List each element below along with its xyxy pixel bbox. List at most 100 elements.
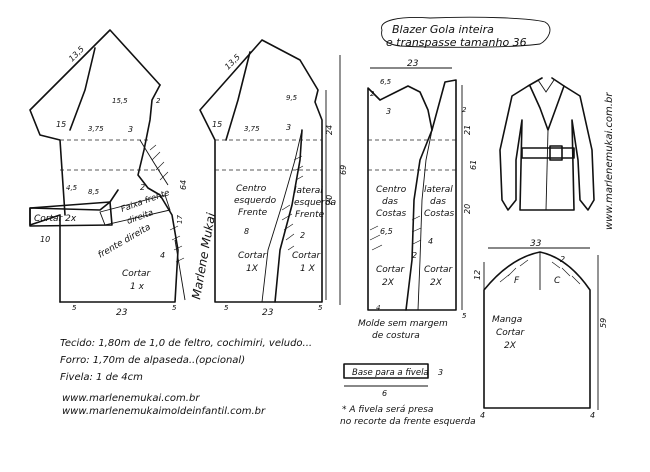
note-fivela: Fivela: 1 de 4cm bbox=[60, 372, 143, 383]
frente-direita-side bbox=[59, 84, 179, 303]
manga-hatch1 bbox=[499, 259, 529, 283]
m-61: 61 bbox=[469, 160, 478, 170]
frente-direita-hatch2 bbox=[169, 225, 185, 263]
title-line2: e transpasse tamanho 36 bbox=[386, 36, 527, 49]
m-23-b: 23 bbox=[262, 308, 274, 318]
faixa-cut-label: Cortar 2x bbox=[34, 214, 77, 224]
m-3-c: 3 bbox=[386, 107, 391, 116]
m-64: 64 bbox=[179, 180, 188, 190]
manga-hatch2 bbox=[551, 261, 581, 285]
fe-centro1: Centro bbox=[236, 184, 267, 194]
m-2-g: 2 bbox=[560, 255, 565, 264]
m-4-a: 4 bbox=[160, 251, 165, 260]
title-line1: Blazer Gola inteira bbox=[392, 23, 494, 36]
piece-frente-direita: Cortar 2x Faixa frente direita frente di… bbox=[29, 29, 188, 318]
frente-esquerda-dimlines bbox=[325, 55, 341, 305]
m-3-75-b: 3,75 bbox=[244, 125, 260, 133]
cc-cut1: Cortar bbox=[376, 265, 406, 275]
m-5-c: 5 bbox=[224, 304, 229, 312]
blazer-body bbox=[499, 77, 595, 211]
frente-esquerda-seam bbox=[274, 129, 303, 303]
frente-direita-cut1: Cortar bbox=[122, 269, 152, 279]
m-5-b: 5 bbox=[172, 304, 177, 312]
blazer-sketch bbox=[499, 77, 595, 211]
blazer-belt bbox=[521, 147, 575, 159]
faixa-frente-strip bbox=[99, 194, 171, 226]
m-4-d: 4 bbox=[480, 411, 485, 420]
manga-c: C bbox=[554, 276, 561, 286]
le-l2: esquerda bbox=[294, 198, 336, 208]
le-cut1: Cortar bbox=[292, 251, 322, 261]
frente-direita-lapel bbox=[69, 47, 96, 131]
fe-cut2: 1X bbox=[246, 264, 259, 274]
le-l3: Frente bbox=[295, 210, 325, 220]
side-site: www.marlenemukai.com.br bbox=[604, 92, 615, 230]
m-2-a: 2 bbox=[156, 97, 161, 105]
costas-seam bbox=[405, 129, 433, 311]
costas-guides bbox=[368, 139, 456, 171]
m-8-5: 8,5 bbox=[88, 188, 100, 196]
costas-outline bbox=[367, 79, 457, 311]
lc-l1: lateral bbox=[424, 185, 453, 195]
m-69: 69 bbox=[339, 165, 348, 175]
m-23-a: 23 bbox=[116, 308, 128, 318]
notes-block: Tecido: 1,80m de 1,0 de feltro, cochimir… bbox=[60, 338, 312, 417]
m-33: 33 bbox=[530, 239, 542, 249]
base-fivela-rect bbox=[343, 363, 429, 379]
blazer-front-line bbox=[545, 129, 549, 211]
costas-hatch2 bbox=[411, 215, 422, 245]
cc-cut2: 2X bbox=[382, 278, 395, 288]
m-10: 10 bbox=[40, 235, 50, 244]
piece-frente-esquerda: Centro esquerdo Frente Cortar 1X lateral… bbox=[199, 39, 348, 318]
m-3-75-a: 3,75 bbox=[88, 125, 104, 133]
blazer-neck bbox=[537, 79, 555, 93]
costas-hatch1 bbox=[369, 225, 383, 251]
fivela-note1: * A fivela será presa bbox=[342, 405, 433, 415]
m-5-a: 5 bbox=[72, 304, 77, 312]
manga-l1: Manga bbox=[492, 315, 522, 325]
m-15-5: 15,5 bbox=[112, 97, 128, 105]
fe-centro2: esquerdo bbox=[234, 196, 277, 206]
title-block: Blazer Gola inteira e transpasse tamanho… bbox=[381, 16, 551, 49]
m-12: 12 bbox=[473, 270, 482, 280]
frente-esquerda-hatch bbox=[281, 204, 295, 251]
piece-costas: 23 6,5 2 3 21 61 20 2 Centro das Costas … bbox=[358, 59, 478, 341]
blazer-collar bbox=[529, 85, 565, 131]
fe-cut1: Cortar bbox=[238, 251, 268, 261]
frente-direita-guides bbox=[60, 139, 160, 171]
m-21: 21 bbox=[463, 125, 472, 135]
m-5-d: 5 bbox=[318, 304, 323, 312]
fivela-note2: no recorte da frente esquerda bbox=[340, 417, 476, 427]
molde-note2: de costura bbox=[372, 331, 420, 341]
frente-direita-cut2: 1 x bbox=[130, 282, 145, 292]
m-2-c: 2 bbox=[300, 231, 305, 240]
frente-direita-label: frente direita bbox=[97, 222, 153, 260]
frente-direita-collar bbox=[29, 29, 161, 216]
m-3-fivela: 3 bbox=[438, 368, 443, 377]
m-13-5-a: 13,5 bbox=[67, 44, 86, 63]
note-forro: Forro: 1,70m de alpaseda..(opcional) bbox=[60, 355, 245, 366]
m-4-e: 4 bbox=[590, 411, 595, 420]
m-17: 17 bbox=[176, 215, 184, 224]
m-20-a: 20 bbox=[325, 195, 334, 205]
frente-direita-dart bbox=[139, 139, 169, 186]
m-24: 24 bbox=[325, 125, 334, 135]
note-site2: www.marlenemukaimoldeinfantil.com.br bbox=[62, 406, 266, 417]
lc-l2: das bbox=[430, 197, 446, 207]
m-20-b: 20 bbox=[463, 204, 472, 214]
title-oval bbox=[381, 16, 551, 48]
signature-text: Marlene Mukai bbox=[189, 211, 218, 301]
m-5-e: 5 bbox=[462, 312, 467, 320]
m-4-c: 4 bbox=[376, 304, 380, 312]
blazer-buckle bbox=[549, 145, 563, 161]
m-2-e: 2 bbox=[462, 106, 467, 114]
frente-esquerda-seam2 bbox=[261, 129, 303, 303]
manga-f: F bbox=[514, 276, 520, 286]
piece-manga: 33 12 59 F C Manga Cortar 2X 4 4 2 bbox=[473, 239, 608, 420]
le-cut2: 1 X bbox=[300, 264, 316, 274]
m-15-a: 15 bbox=[56, 120, 66, 129]
m-23-c: 23 bbox=[407, 59, 419, 69]
m-4-5-a: 4,5 bbox=[66, 184, 78, 192]
m-9-5: 9,5 bbox=[286, 94, 298, 102]
